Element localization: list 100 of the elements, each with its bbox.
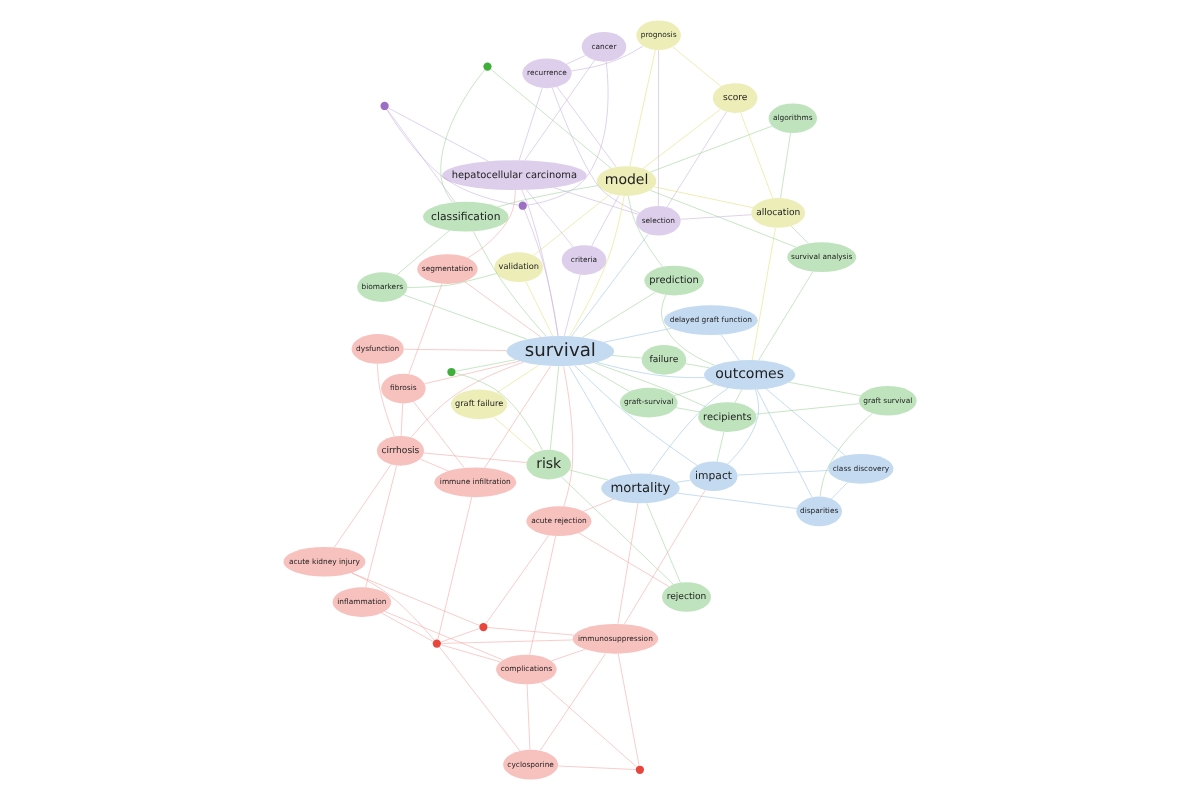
connector: [569, 469, 609, 481]
connector: [557, 765, 636, 770]
node-circle: [483, 62, 492, 71]
connector: [661, 294, 715, 366]
connector: [529, 535, 556, 655]
connector: [596, 362, 705, 378]
connector: [424, 360, 520, 384]
connector: [563, 366, 574, 507]
connector: [440, 639, 573, 644]
connector: [496, 364, 540, 393]
connector: [526, 61, 609, 206]
connector: [756, 389, 813, 498]
connector: [525, 281, 554, 337]
node-circle: [479, 622, 488, 632]
connector: [556, 86, 617, 168]
connector: [561, 476, 674, 585]
connector: [419, 458, 449, 472]
connector: [755, 403, 860, 415]
connector: [685, 363, 710, 369]
connector: [646, 502, 681, 583]
connector: [617, 503, 639, 625]
connector: [334, 464, 392, 548]
connector: [758, 271, 814, 361]
connector: [381, 612, 434, 642]
connector: [484, 365, 551, 469]
connector: [407, 273, 497, 288]
connector: [819, 413, 873, 497]
connector: [676, 479, 691, 483]
node-circle: [380, 101, 389, 111]
connector: [677, 492, 797, 509]
connector: [440, 628, 480, 643]
connector: [737, 470, 829, 476]
connector: [583, 364, 630, 392]
connector: [650, 125, 773, 173]
connector: [413, 401, 465, 468]
connector: [649, 190, 797, 248]
connector: [455, 359, 516, 372]
connector: [569, 195, 625, 337]
connector: [751, 227, 776, 361]
connector: [563, 274, 581, 337]
connector: [740, 112, 773, 199]
connector: [440, 69, 486, 203]
connector: [423, 452, 527, 463]
connector: [789, 382, 861, 396]
connector: [464, 281, 541, 338]
connector: [831, 482, 848, 500]
connector: [680, 214, 752, 220]
connector: [521, 189, 559, 337]
connector: [526, 684, 531, 750]
connector: [408, 283, 443, 375]
connector: [628, 195, 663, 268]
connector: [791, 225, 809, 244]
connector: [720, 334, 740, 361]
connector: [642, 109, 721, 169]
connector: [574, 365, 698, 466]
connector: [524, 209, 559, 337]
connector: [490, 69, 612, 169]
connector: [727, 389, 759, 465]
connector: [611, 355, 642, 359]
connector: [617, 653, 640, 766]
connector: [526, 189, 574, 248]
connector: [603, 328, 672, 343]
connector: [365, 465, 397, 588]
node-circle: [432, 639, 441, 648]
node-circle: [635, 765, 644, 774]
connector: [629, 49, 656, 167]
node-ellipse: survival: [506, 336, 615, 367]
connector: [540, 682, 637, 768]
connector: [578, 532, 670, 587]
connector: [553, 187, 639, 215]
connector: [440, 644, 501, 663]
connector: [654, 186, 754, 208]
connector: [487, 627, 575, 636]
connector: [400, 403, 403, 437]
connector: [552, 87, 640, 214]
connector: [571, 45, 644, 72]
connector: [396, 230, 450, 276]
connector: [351, 572, 435, 641]
connector: [672, 46, 722, 87]
node-circle: [518, 201, 527, 210]
connector: [518, 87, 543, 161]
connector: [550, 649, 586, 662]
connector: [566, 55, 586, 65]
connector: [624, 490, 706, 625]
connector: [658, 49, 659, 207]
connector: [674, 384, 715, 396]
connector: [403, 348, 507, 351]
connector: [493, 416, 536, 453]
connector: [455, 372, 543, 451]
connector: [467, 189, 516, 259]
connector: [765, 388, 846, 457]
connector: [386, 109, 519, 206]
connector: [351, 572, 480, 626]
connector: [666, 111, 727, 208]
connector: [568, 366, 633, 474]
connector: [675, 407, 701, 413]
connector: [410, 362, 524, 438]
connector: [734, 389, 743, 403]
connector: [388, 107, 489, 162]
connector: [439, 646, 521, 752]
